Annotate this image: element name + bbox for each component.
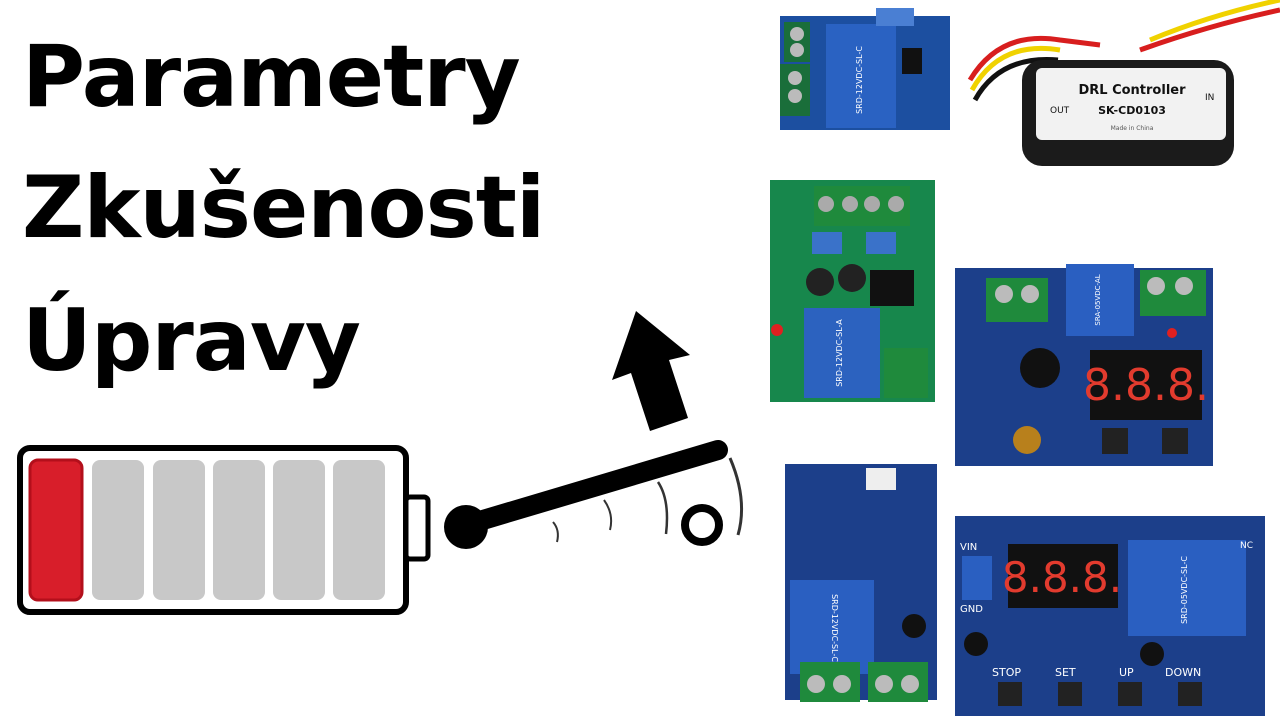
- timer-up: UP: [1119, 666, 1134, 679]
- up-arrow-icon: [612, 311, 690, 431]
- timer-gnd: GND: [960, 604, 983, 615]
- drl-made: Made in China: [1111, 125, 1154, 132]
- timer-vin: VIN: [960, 542, 977, 553]
- timer-stop: STOP: [992, 666, 1021, 679]
- headline-upravy: Úpravy: [22, 291, 361, 391]
- relay-module: SRD-12VDC-SL-C: [780, 8, 950, 130]
- battery-cell-empty: [92, 460, 144, 600]
- voltage-relay-label: SRA-05VDC-AL: [1094, 274, 1102, 325]
- battery-cell-empty: [153, 460, 205, 600]
- drl-out: OUT: [1050, 106, 1070, 116]
- voltage-display: 8.8.8.: [1083, 360, 1209, 411]
- timer-display: 8.8.8.: [1002, 553, 1122, 602]
- protect-board: SRD-12VDC-SL-C: [785, 464, 937, 702]
- lever-switch-icon: [444, 440, 744, 549]
- battery-icon: [17, 445, 431, 615]
- battery-cell-empty: [333, 460, 385, 600]
- voltage-board: SRA-05VDC-AL 8.8.8.: [955, 264, 1213, 466]
- charger-relay-label: SRD-12VDC-SL-A: [835, 319, 844, 387]
- battery-cell-empty: [213, 460, 265, 600]
- battery-cell-charged: [28, 458, 84, 602]
- battery-cell-empty: [273, 460, 325, 600]
- headline-parametry: Parametry: [22, 27, 521, 127]
- timer-relay-label: SRD-05VDC-SL-C: [1180, 556, 1189, 624]
- drl-controller: DRL Controller SK-CD0103 OUT IN Made in …: [967, 0, 1280, 166]
- timer-set: SET: [1055, 666, 1076, 679]
- relay-module-label: SRD-12VDC-SL-C: [855, 46, 864, 114]
- drl-in: IN: [1205, 93, 1214, 103]
- drl-model: SK-CD0103: [1098, 104, 1166, 117]
- timer-board: VIN GND 8.8.8. SRD-05VDC-SL-C NC STOP SE…: [955, 516, 1265, 716]
- timer-nc: NC: [1240, 541, 1253, 551]
- timer-down: DOWN: [1165, 666, 1201, 679]
- protect-relay-label: SRD-12VDC-SL-C: [830, 594, 839, 662]
- charger-board: SRD-12VDC-SL-A: [770, 180, 935, 402]
- drl-title: DRL Controller: [1078, 83, 1186, 98]
- headline-zkusenosti: Zkušenosti: [22, 158, 545, 258]
